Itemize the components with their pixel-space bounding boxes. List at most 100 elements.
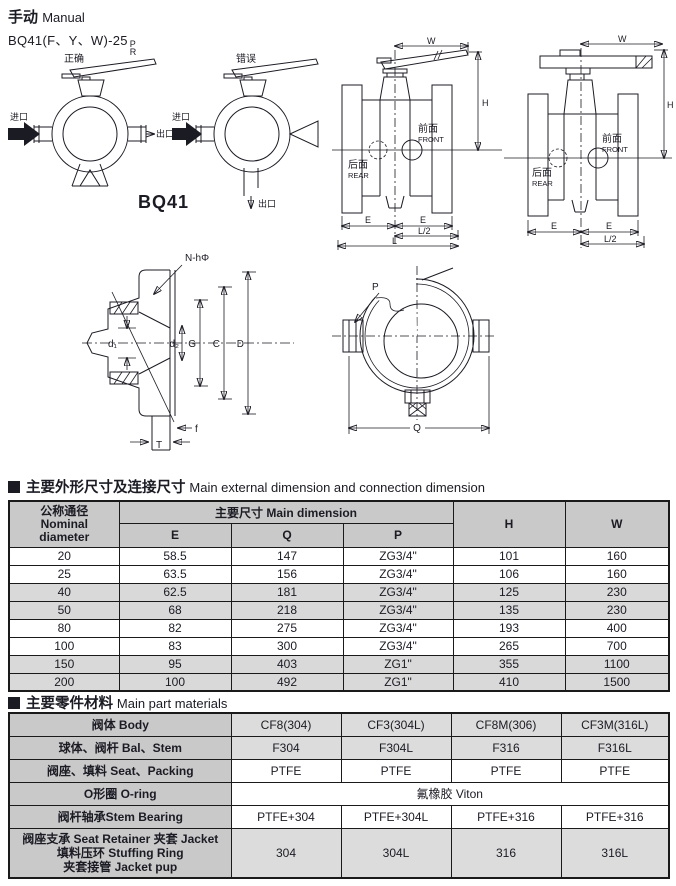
section-bullet [8,697,20,709]
material-value-cell: PTFE+304L [340,804,452,829]
dimension-table: 公称通径 Nominal diameter 主要尺寸 Main dimensio… [8,500,671,692]
dim-h-label: H [667,100,674,110]
dimension-cell: ZG1" [342,654,454,674]
dim-e-label: E [420,215,426,225]
rear-en-label: REAR [532,179,553,188]
dimension-cell: 20 [8,546,120,566]
col-header-e: E [118,522,232,548]
material-value-cell: PTFE+316 [450,804,562,829]
dimension-cell: 160 [564,546,670,566]
dimension-cell: 181 [230,582,344,602]
dimension-section-title: 主要外形尺寸及连接尺寸 Main external dimension and … [8,476,485,497]
nominal-en-2: diameter [39,529,90,544]
dimension-cell: 300 [230,636,344,656]
front-en-label: FRONT [418,135,444,144]
dimension-cell: 82 [118,618,232,638]
figure-side-view-b: W 前面 FRONT 后面 REAR H E E L/2 [504,34,674,248]
dimension-cell: 1100 [564,654,670,674]
material-value-cell: PTFE [450,758,562,783]
dim-p-label: P [372,282,379,293]
dimension-cell: 355 [452,654,566,674]
col-header-w: W [564,500,670,548]
dim-t-label: T [156,440,162,451]
dimension-cell: 100 [8,636,120,656]
col-header-h: H [452,500,566,548]
dimension-cell: 40 [8,582,120,602]
dimension-cell: 400 [564,618,670,638]
dimension-cell: 230 [564,600,670,620]
dimension-cell: 63.5 [118,564,232,584]
dim-q-label: Q [413,423,421,434]
dim-e-label: E [551,221,557,231]
dimension-cell: 403 [230,654,344,674]
wrong-label: 错误 [236,52,256,65]
material-value-cell: PTFE+316 [560,804,670,829]
outlet-label: 出口 [156,128,174,139]
inlet-label: 进口 [172,112,190,122]
nominal-en-1: Nominal [40,516,88,531]
material-value-cell: 316L [560,827,670,879]
dimension-cell: 95 [118,654,232,674]
figure-wrong-valve: 错误 进口 出口 [172,52,319,209]
correct-label: 正确 [64,52,84,65]
dimension-cell: ZG3/4" [342,600,454,620]
dimension-cell: 200 [8,672,120,692]
dimension-cell: 492 [230,672,344,692]
material-value-cell: PTFE [560,758,670,783]
material-value-cell: F316L [560,735,670,760]
col-header-q: Q [230,522,344,548]
rear-zh-label: 后面 [348,159,368,171]
material-value-cell: PTFE+304 [230,804,342,829]
material-value-cell: F316 [450,735,562,760]
dimension-cell: ZG3/4" [342,564,454,584]
outlet-label: 出口 [258,198,276,209]
material-value-cell: CF8M(306) [450,712,562,737]
dimension-cell: 700 [564,636,670,656]
col-header-nominal: 公称通径 Nominal diameter [8,500,120,548]
dimension-cell: ZG1" [342,672,454,692]
page-title: 手动 Manual [8,6,137,27]
dimension-cell: ZG3/4" [342,582,454,602]
dimension-cell: 68 [118,600,232,620]
material-value-cell: CF3(304L) [340,712,452,737]
material-value-cell: CF8(304) [230,712,342,737]
model-sub: R [129,47,137,57]
dimension-cell: 83 [118,636,232,656]
dim-l2-label: L/2 [604,234,617,244]
dimension-cell: 135 [452,600,566,620]
materials-title-en: Main part materials [116,696,228,711]
rear-en-label: REAR [348,171,369,180]
title-zh: 手动 [8,9,39,26]
dimension-cell: 147 [230,546,344,566]
figure-flange-section: N-hΦ d₁ d₂ G C D f T [82,253,294,451]
figure-top-view: P Q [332,266,496,434]
dim-g-label: G [188,339,196,350]
material-value-cell: 氟橡胶 Viton [230,781,670,806]
inlet-arrow [172,122,202,146]
dimension-cell: 62.5 [118,582,232,602]
rear-zh-label: 后面 [532,167,552,179]
inlet-label: 进口 [10,112,28,122]
materials-title-zh: 主要零件材料 [26,696,113,712]
nominal-zh: 公称通径 [40,503,89,518]
inlet-arrow [8,122,40,146]
dimension-cell: 58.5 [118,546,232,566]
dim-d1-label: d₁ [108,339,118,350]
dimension-cell: 1500 [564,672,670,692]
dimension-cell: 160 [564,564,670,584]
material-value-cell: 304 [230,827,342,879]
